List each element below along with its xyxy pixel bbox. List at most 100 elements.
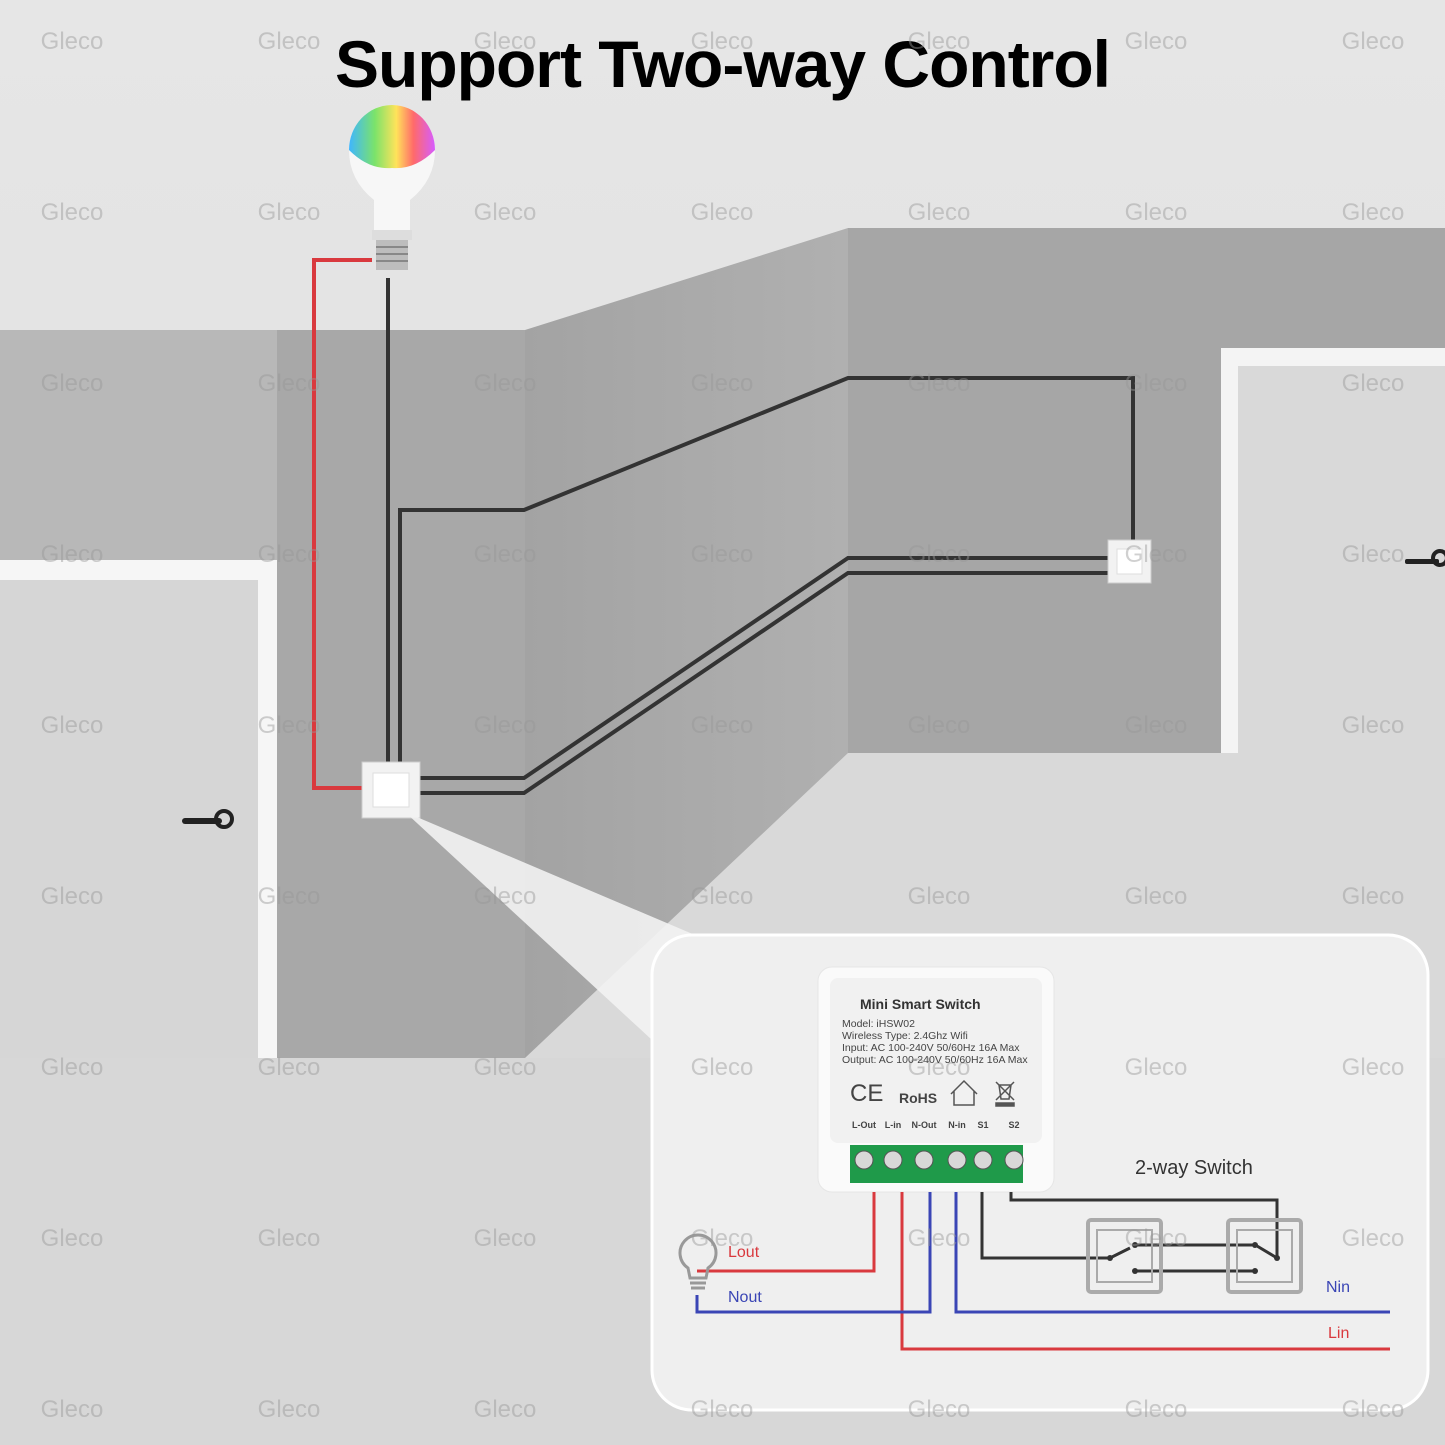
door-handle-icon[interactable] bbox=[1405, 549, 1445, 567]
watermark: Gleco bbox=[257, 199, 321, 226]
watermark: Gleco bbox=[473, 1396, 537, 1423]
spec-wireless: Wireless Type: 2.4Ghz Wifi bbox=[842, 1030, 968, 1042]
watermark: Gleco bbox=[907, 28, 971, 55]
watermark: Gleco bbox=[40, 883, 104, 910]
watermark: Gleco bbox=[473, 541, 537, 568]
watermark: Gleco bbox=[40, 199, 104, 226]
watermark: Gleco bbox=[907, 883, 971, 910]
watermark: Gleco bbox=[257, 883, 321, 910]
watermark: Gleco bbox=[257, 1054, 321, 1081]
watermark: Gleco bbox=[1341, 883, 1405, 910]
watermark: Gleco bbox=[1124, 1396, 1188, 1423]
spec-output: Output: AC 100-240V 50/60Hz 16A Max bbox=[842, 1054, 1028, 1066]
watermark: Gleco bbox=[473, 28, 537, 55]
watermark: Gleco bbox=[690, 1225, 754, 1252]
watermark: Gleco bbox=[907, 1396, 971, 1423]
watermark: Gleco bbox=[1341, 28, 1405, 55]
watermark: Gleco bbox=[40, 712, 104, 739]
watermark: Gleco bbox=[1341, 199, 1405, 226]
screw-icon bbox=[947, 1150, 967, 1170]
watermark: Gleco bbox=[1341, 370, 1405, 397]
watermark: Gleco bbox=[473, 1054, 537, 1081]
wall-switch-icon[interactable] bbox=[1107, 539, 1152, 584]
two-way-switch-icon bbox=[1086, 1218, 1163, 1294]
watermark: Gleco bbox=[1341, 1225, 1405, 1252]
watermark: Gleco bbox=[257, 541, 321, 568]
spec-input: Input: AC 100-240V 50/60Hz 16A Max bbox=[842, 1042, 1020, 1054]
watermark: Gleco bbox=[473, 883, 537, 910]
watermark: Gleco bbox=[257, 370, 321, 397]
terminal-label: S1 bbox=[977, 1120, 989, 1130]
screw-icon bbox=[854, 1150, 874, 1170]
watermark: Gleco bbox=[690, 1054, 754, 1081]
diagram-wiring bbox=[695, 1192, 1390, 1351]
watermark: Gleco bbox=[40, 28, 104, 55]
watermark: Gleco bbox=[1341, 712, 1405, 739]
watermark: Gleco bbox=[473, 1225, 537, 1252]
watermark: Gleco bbox=[257, 1396, 321, 1423]
watermark: Gleco bbox=[690, 883, 754, 910]
page-title: Support Two-way Control bbox=[334, 27, 1111, 101]
screw-icon bbox=[973, 1150, 993, 1170]
lightbulb-icon bbox=[678, 1233, 718, 1290]
watermark: Gleco bbox=[473, 370, 537, 397]
watermark: Gleco bbox=[40, 1396, 104, 1423]
terminal-label: L-in bbox=[884, 1120, 902, 1130]
terminal-label: N-in bbox=[948, 1120, 966, 1130]
angled-wall bbox=[525, 228, 848, 1058]
terminal-label: S2 bbox=[1008, 1120, 1020, 1130]
watermark: Gleco bbox=[907, 1225, 971, 1252]
watermark: Gleco bbox=[1124, 199, 1188, 226]
watermark: Gleco bbox=[257, 712, 321, 739]
watermark: Gleco bbox=[907, 370, 971, 397]
lout-label: Lout bbox=[728, 1244, 760, 1261]
module-specs: Model: iHSW02 Wireless Type: 2.4Ghz Wifi… bbox=[842, 1018, 1028, 1066]
watermark: Gleco bbox=[907, 712, 971, 739]
watermark: Gleco bbox=[1124, 1225, 1188, 1252]
two-way-switch-label: 2-way Switch bbox=[1135, 1157, 1253, 1179]
nout-label: Nout bbox=[728, 1289, 762, 1306]
watermark: Gleco bbox=[1124, 28, 1188, 55]
module-label-area bbox=[830, 978, 1042, 1143]
terminal-screws bbox=[854, 1150, 1024, 1170]
watermark: Gleco bbox=[40, 1054, 104, 1081]
smart-bulb-icon bbox=[349, 105, 435, 270]
screw-icon bbox=[883, 1150, 903, 1170]
rohs-mark: RoHS bbox=[899, 1090, 938, 1106]
watermark: Gleco bbox=[907, 199, 971, 226]
watermark: Gleco bbox=[1341, 1396, 1405, 1423]
watermark: Gleco bbox=[1124, 712, 1188, 739]
module-name: Mini Smart Switch bbox=[860, 996, 981, 1012]
watermark: Gleco bbox=[473, 199, 537, 226]
callout-beam bbox=[405, 812, 695, 1040]
lin-label: Lin bbox=[1328, 1325, 1350, 1342]
nin-label: Nin bbox=[1326, 1279, 1351, 1296]
watermark: Gleco bbox=[473, 712, 537, 739]
watermark: Gleco bbox=[690, 712, 754, 739]
watermark: Gleco bbox=[257, 28, 321, 55]
watermark: Gleco bbox=[1341, 1054, 1405, 1081]
watermark: Gleco bbox=[690, 541, 754, 568]
watermark: Gleco bbox=[1124, 1054, 1188, 1081]
terminal-label: L-Out bbox=[852, 1120, 876, 1130]
watermark: Gleco bbox=[40, 541, 104, 568]
door-handle-icon[interactable] bbox=[182, 809, 234, 829]
watermark: Gleco bbox=[1124, 370, 1188, 397]
wall-switch-icon[interactable] bbox=[361, 761, 421, 819]
watermark: Gleco bbox=[690, 1396, 754, 1423]
watermark: Gleco bbox=[907, 1054, 971, 1081]
ce-mark: CE bbox=[850, 1080, 884, 1107]
house-wiring bbox=[312, 258, 1135, 795]
watermark: Gleco bbox=[690, 199, 754, 226]
terminal-label: N-Out bbox=[911, 1120, 937, 1130]
watermark: Gleco bbox=[40, 1225, 104, 1252]
screw-icon bbox=[914, 1150, 934, 1170]
screw-icon bbox=[1004, 1150, 1024, 1170]
terminal-block bbox=[850, 1145, 1023, 1183]
watermark: Gleco bbox=[257, 1225, 321, 1252]
watermark: Gleco bbox=[907, 541, 971, 568]
watermark: Gleco bbox=[1124, 541, 1188, 568]
watermark: Gleco bbox=[1124, 883, 1188, 910]
